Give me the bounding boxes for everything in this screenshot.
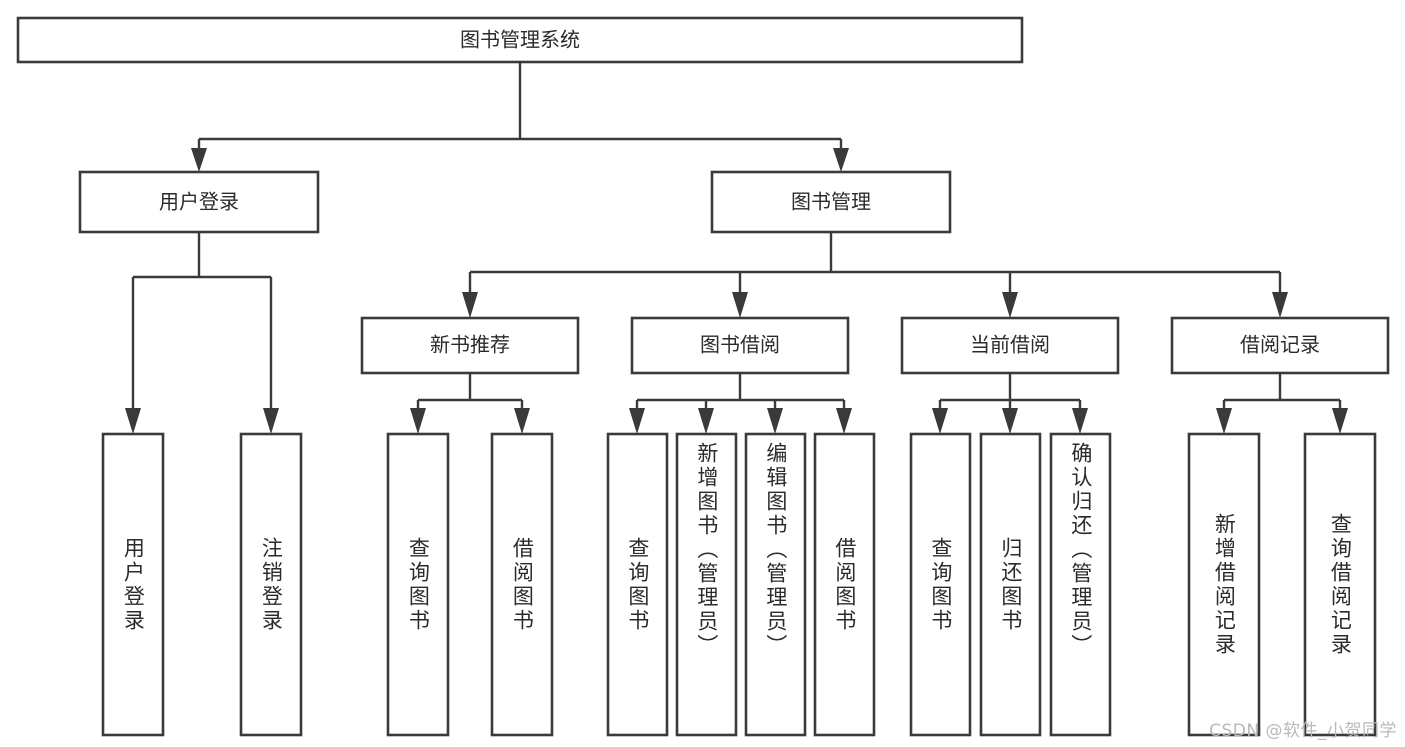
book-borrow-label: 图书借阅 [700, 333, 780, 357]
leaf-confirm-return-box[interactable] [1049, 432, 1112, 737]
arrowhead-leaf-edit-book [767, 408, 783, 434]
arrowhead-leaf-confirm-return [1072, 408, 1088, 434]
leaf-add-book-box[interactable] [675, 432, 738, 737]
node-book-manage[interactable]: 图书管理 [710, 170, 952, 234]
arrowhead-leaf-add-record [1216, 408, 1232, 434]
arrowhead-user-login [191, 148, 207, 172]
leaf-query-record-box[interactable] [1303, 432, 1377, 737]
leaf-edit-book-box[interactable] [744, 432, 807, 737]
borrow-record-label: 借阅记录 [1240, 333, 1320, 357]
new-book-recommend-box[interactable] [360, 316, 580, 375]
current-borrow-box[interactable] [900, 316, 1120, 375]
current-borrow-label: 当前借阅 [970, 333, 1050, 357]
root-label: 图书管理系统 [460, 28, 580, 52]
arrowhead-leaf-add-book [698, 408, 714, 434]
leaf-query-book-2-box[interactable] [606, 432, 669, 737]
arrowhead-book-borrow [732, 292, 748, 318]
leaf-borrow-book-1-box[interactable] [490, 432, 554, 737]
arrowhead-leaf-logout-login [263, 408, 279, 434]
arrowhead-leaf-return-book [1002, 408, 1018, 434]
new-book-recommend-label: 新书推荐 [430, 333, 510, 357]
arrowhead-new-book-recommend [462, 292, 478, 318]
arrowhead-leaf-borrow-book-2 [836, 408, 852, 434]
leaf-add-record-box[interactable] [1187, 432, 1261, 737]
arrowhead-book-manage [833, 148, 849, 172]
borrow-record-box[interactable] [1170, 316, 1390, 375]
user-login-box[interactable] [78, 170, 320, 234]
root-box[interactable] [16, 16, 1024, 64]
connector-layer [125, 62, 1348, 434]
book-borrow-box[interactable] [630, 316, 850, 375]
arrowhead-borrow-record [1272, 292, 1288, 318]
arrowhead-leaf-user-login [125, 408, 141, 434]
node-current-borrow[interactable]: 当前借阅 [900, 316, 1120, 375]
arrowhead-leaf-borrow-book-1 [514, 408, 530, 434]
arrowhead-leaf-query-book-1 [410, 408, 426, 434]
leaf-query-book-3-box[interactable] [909, 432, 972, 737]
node-user-login[interactable]: 用户登录 [78, 170, 320, 234]
leaf-borrow-book-2-box[interactable] [813, 432, 876, 737]
user-login-label: 用户登录 [159, 190, 239, 214]
arrowhead-leaf-query-book-3 [932, 408, 948, 434]
node-book-borrow[interactable]: 图书借阅 [630, 316, 850, 375]
leaf-logout-login-box[interactable] [239, 432, 303, 737]
node-root[interactable]: 图书管理系统 [16, 16, 1024, 64]
arrowhead-current-borrow [1002, 292, 1018, 318]
leaf-user-login-box[interactable] [101, 432, 165, 737]
arrowhead-leaf-query-record [1332, 408, 1348, 434]
node-borrow-record[interactable]: 借阅记录 [1170, 316, 1390, 375]
arrowhead-leaf-query-book-2 [629, 408, 645, 434]
book-manage-label: 图书管理 [791, 190, 871, 214]
node-new-book-recommend[interactable]: 新书推荐 [360, 316, 580, 375]
leaf-return-book-box[interactable] [979, 432, 1042, 737]
leaf-boxes [101, 432, 1377, 737]
book-manage-box[interactable] [710, 170, 952, 234]
leaf-query-book-1-box[interactable] [386, 432, 450, 737]
